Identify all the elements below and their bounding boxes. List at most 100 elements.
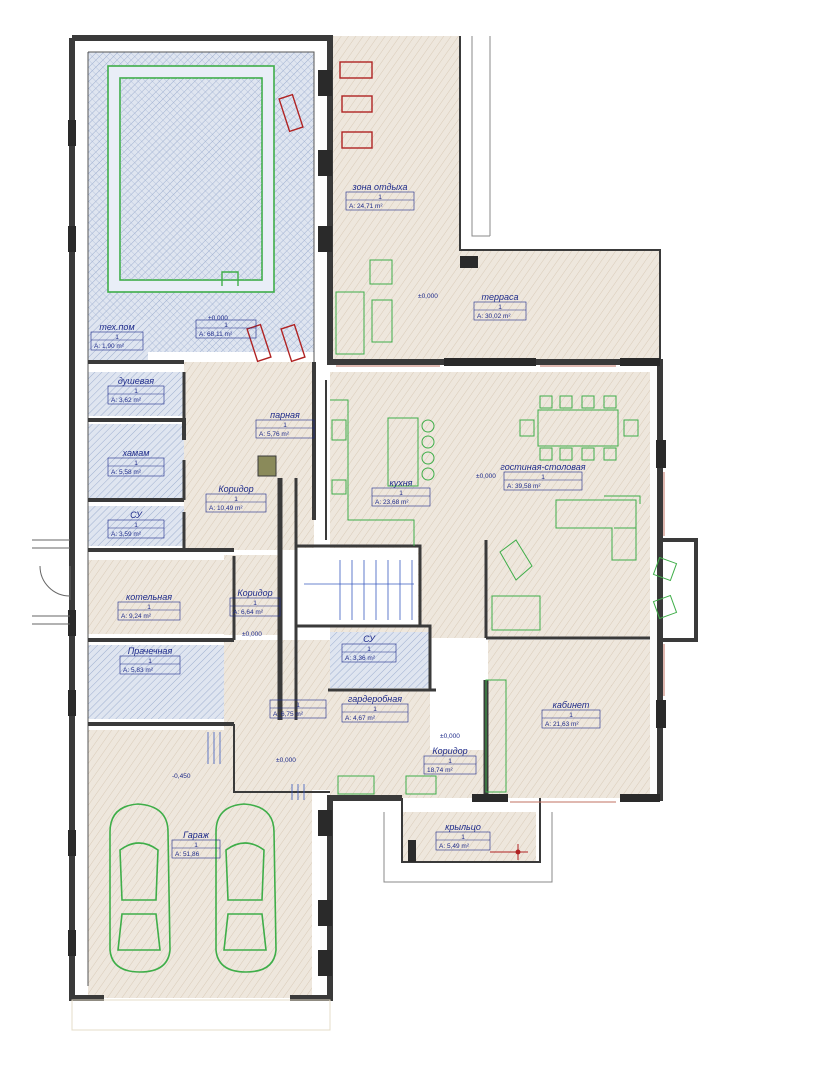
level-entry: ±0,000 (276, 757, 296, 764)
driveway (71, 999, 331, 1031)
room-number: 1 (498, 304, 502, 311)
level-garage: -0,450 (172, 773, 191, 780)
room-number: 1 (448, 758, 452, 765)
room-number: 1 (378, 194, 382, 201)
room-name: Прачечная (128, 646, 173, 656)
room-area: A: 10,49 m² (209, 505, 243, 512)
room-area: A: 3,59 m² (111, 531, 142, 538)
room-tag-study: кабинет 1 A: 21,63 m² (541, 700, 601, 729)
room-area: A: 51,86 (175, 851, 200, 858)
room-tag-box (107, 457, 165, 477)
room-area: A: 3,62 m² (111, 397, 142, 404)
room-area: A: 6,64 m² (233, 609, 264, 616)
room-area: A: 30,02 m² (477, 313, 511, 320)
room-tag-box (171, 839, 221, 859)
room-name: СУ (363, 634, 376, 644)
room-tag-sauna: парная 1 A: 5,76 m² (255, 410, 315, 439)
room-area: A: 6,75 m² (273, 711, 304, 718)
room-tag-box (117, 601, 181, 621)
room-number: 1 (134, 388, 138, 395)
room-tag-box (435, 831, 491, 851)
room-number: 1 (367, 646, 371, 653)
room-tag-box (269, 699, 327, 719)
room-tag-su1: СУ 1 A: 3,59 m² (107, 510, 165, 539)
loungers (246, 61, 373, 363)
room-tag-box (90, 331, 144, 351)
room-area: A: 3,36 m² (345, 655, 376, 662)
room-tag-corr1: Коридор 1 A: 10,49 m² (205, 484, 267, 513)
room-tag-box (423, 755, 477, 775)
room-number: 1 (569, 712, 573, 719)
room-number: 1 (134, 522, 138, 529)
swimming-pool (107, 65, 275, 293)
room-name: парная (270, 410, 300, 420)
room-area: A: 5,58 m² (111, 469, 142, 476)
sauna-stove (257, 455, 277, 477)
room-name: хамам (122, 448, 150, 458)
room-area: A: 21,63 m² (545, 721, 579, 728)
room-number: 1 (134, 460, 138, 467)
room-area: A: 9,24 m² (121, 613, 152, 620)
room-number: 1 (461, 834, 465, 841)
room-name: Коридор (218, 484, 253, 494)
room-name: гостиная-столовая (500, 462, 585, 472)
room-number: 1 (283, 422, 287, 429)
room-name: зона отдыха (352, 182, 408, 192)
level-living: ±0,000 (476, 473, 496, 480)
room-number: 1 (296, 702, 300, 709)
porch-rail (490, 844, 528, 860)
room-name: тех.пом (99, 322, 134, 332)
room-tag-box (503, 471, 583, 491)
room-tag-laundry: Прачечная 1 A: 5,83 m² (119, 646, 181, 675)
room-area: A: 5,83 m² (123, 667, 154, 674)
room-number: 1 (234, 496, 238, 503)
room-tag-box (205, 493, 267, 513)
entrance-steps (32, 539, 71, 625)
room-area: A: 68,11 m² (199, 331, 233, 338)
room-number: 1 (148, 658, 152, 665)
room-name: Коридор (237, 588, 272, 598)
room-number: 1 (115, 334, 119, 341)
room-area: A: 23,68 m² (375, 499, 409, 506)
walls (69, 35, 698, 1001)
room-tag-box (541, 709, 601, 729)
room-tag-box (195, 319, 257, 339)
room-tag-box (107, 519, 165, 539)
room-tag-box (341, 703, 409, 723)
room-number: 1 (253, 600, 257, 607)
room-name: терраса (481, 292, 518, 302)
level-marks: ±0,000 ±0,000 ±0,000 ±0,000 ±0,000 ±0,00… (172, 293, 496, 780)
room-number: 1 (194, 842, 198, 849)
room-tag-box (341, 643, 397, 663)
room-area: A: 5,76 m² (259, 431, 290, 438)
room-area: A: 1,90 m² (94, 343, 125, 350)
room-number: 1 (399, 490, 403, 497)
level-corridor-2: ±0,000 (242, 631, 262, 638)
level-rest: ±0,000 (418, 293, 438, 300)
room-name: кабинет (553, 700, 590, 710)
room-name: крыльцо (445, 822, 481, 832)
room-tag-box (107, 385, 165, 405)
room-tag-hall: 1 A: 6,75 m² (269, 699, 327, 719)
room-name: душевая (118, 376, 154, 386)
level-pool: ±0,000 (208, 315, 228, 322)
room-area: A: 39,58 m² (507, 483, 541, 490)
stairs (207, 560, 414, 800)
level-corridor-3: ±0,000 (440, 733, 460, 740)
room-number: 1 (147, 604, 151, 611)
room-tag-su2: СУ 1 A: 3,36 m² (341, 634, 397, 663)
floor-fills (32, 36, 660, 998)
room-tag-hamam: хамам 1 A: 5,58 m² (107, 448, 165, 477)
room-area: 18,74 m² (427, 767, 453, 774)
room-name: СУ (130, 510, 143, 520)
room-tag-terrace: терраса 1 A: 30,02 m² (473, 292, 527, 321)
windows (336, 365, 665, 803)
room-tag-box (473, 301, 527, 321)
